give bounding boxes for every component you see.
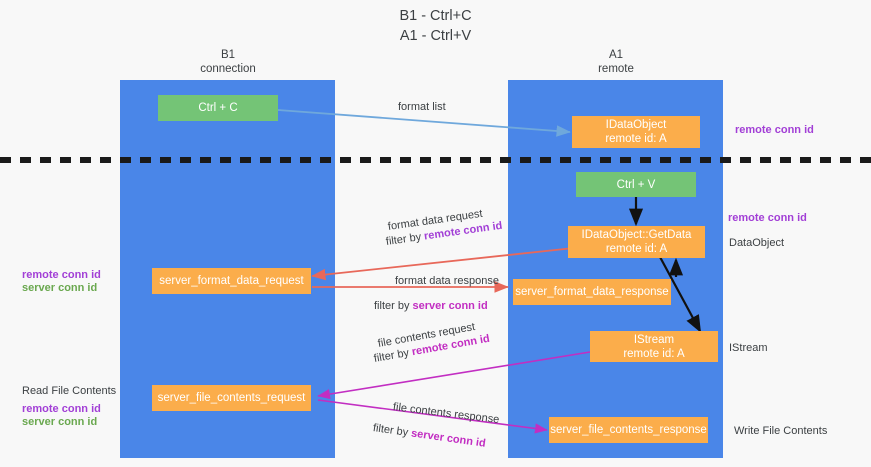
- edge-label-format-list: format list: [398, 101, 446, 113]
- node-ctrl-v[interactable]: Ctrl + V: [576, 172, 696, 197]
- node-server-file-contents-request-label: server_file_contents_request: [157, 392, 306, 404]
- node-server-file-contents-response-label: server_file_contents_response: [550, 424, 707, 436]
- node-idataobject-line-1: IDataObject: [605, 119, 667, 131]
- node-istream-line-1: IStream: [633, 333, 675, 346]
- filter-key: server conn id: [410, 427, 487, 450]
- annotation-remote-conn-id-mid: remote conn id: [728, 212, 807, 224]
- node-ctrl-v-label: Ctrl + V: [616, 178, 656, 191]
- node-ctrl-c-label: Ctrl + C: [198, 102, 238, 114]
- annotation-write-file-contents: Write File Contents: [734, 425, 828, 437]
- node-ctrl-c[interactable]: Ctrl + C: [158, 95, 278, 121]
- annotation-left-server-conn-id-2: server conn id: [22, 416, 98, 428]
- column-header-a1-sub: remote: [598, 63, 634, 75]
- edge-label-file-contents-response: file contents response: [392, 401, 500, 426]
- node-istream[interactable]: IStream remote id: A: [590, 331, 718, 362]
- node-getdata-line-2: remote id: A: [605, 243, 668, 255]
- node-server-format-data-response-label: server_format_data_response: [515, 286, 669, 298]
- node-server-format-data-request-label: server_format_data_request: [159, 275, 304, 287]
- node-server-format-data-response[interactable]: server_format_data_response: [513, 279, 671, 305]
- edge-label-format-data-response: format data response: [395, 275, 499, 287]
- title-line-1: B1 - Ctrl+C: [399, 8, 472, 24]
- column-header-a1-name: A1: [608, 49, 624, 61]
- edge-label-format-data-response-filter: filter by server conn id: [374, 299, 488, 313]
- node-idataobject-getdata[interactable]: IDataObject::GetData remote id: A: [568, 226, 705, 258]
- filter-prefix: filter by: [374, 300, 413, 312]
- annotation-istream: IStream: [729, 342, 768, 354]
- node-istream-line-2: remote id: A: [623, 347, 685, 360]
- diagram-title: B1 - Ctrl+C A1 - Ctrl+V: [0, 6, 871, 46]
- edge-label-file-contents-response-filter: filter by server conn id: [372, 421, 487, 451]
- column-header-b1-name: B1: [220, 49, 236, 61]
- filter-prefix: filter by: [385, 230, 425, 248]
- column-header-b1: B1 connection: [148, 48, 308, 76]
- column-header-a1: A1 remote: [536, 48, 696, 76]
- annotation-left-remote-conn-id-1: remote conn id: [22, 269, 101, 281]
- annotation-left-server-conn-id-1: server conn id: [22, 282, 98, 294]
- filter-prefix: filter by: [372, 422, 412, 440]
- node-server-format-data-request[interactable]: server_format_data_request: [152, 268, 311, 294]
- column-header-b1-sub: connection: [200, 63, 256, 75]
- annotation-left-remote-conn-id-2: remote conn id: [22, 403, 101, 415]
- annotation-dataobject: DataObject: [729, 237, 785, 249]
- node-idataobject-line-2: remote id: A: [605, 133, 667, 145]
- title-line-2: A1 - Ctrl+V: [399, 28, 472, 44]
- node-idataobject[interactable]: IDataObject remote id: A: [572, 116, 700, 148]
- annotation-read-file-contents: Read File Contents: [22, 385, 117, 397]
- node-getdata-line-1: IDataObject::GetData: [581, 229, 692, 241]
- annotation-remote-conn-id-top: remote conn id: [735, 124, 814, 136]
- node-server-file-contents-request[interactable]: server_file_contents_request: [152, 385, 311, 411]
- node-server-file-contents-response[interactable]: server_file_contents_response: [549, 417, 708, 443]
- filter-key: server conn id: [412, 300, 488, 312]
